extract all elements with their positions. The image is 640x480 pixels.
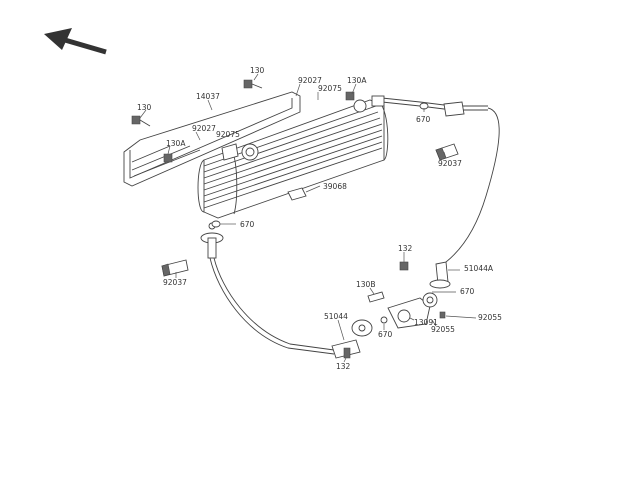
lower-banjo-fitting — [331, 316, 388, 359]
leader-lines — [139, 73, 477, 363]
part-label-92037-lower: 92037 — [163, 278, 187, 287]
part-label-92037-upper: 92037 — [438, 159, 462, 168]
part-label-132-lower: 132 — [336, 362, 351, 371]
bolt-130A-left — [163, 153, 173, 163]
part-label-670-right: 670 — [460, 287, 475, 296]
part-label-670-left: 670 — [240, 220, 255, 229]
bolt-130-upper — [243, 79, 263, 89]
part-label-130B: 130B — [356, 280, 375, 289]
part-label-92055-right: 92055 — [478, 313, 502, 322]
part-label-132-right: 132 — [398, 244, 413, 253]
hose-clip-upper — [435, 143, 459, 161]
bolt-132-lower — [343, 347, 351, 359]
upper-oil-hose — [371, 95, 500, 263]
part-label-14037: 14037 — [196, 92, 220, 101]
part-label-51044A: 51044A — [464, 264, 494, 273]
bolt-130A-upper — [345, 91, 355, 101]
part-label-130-top: 130 — [250, 66, 265, 75]
part-label-92075-top: 92075 — [318, 84, 342, 93]
part-label-39068: 39068 — [323, 182, 347, 191]
part-label-51044: 51044 — [324, 312, 348, 321]
bolt-130-left — [131, 115, 151, 127]
part-label-92027-top: 92027 — [298, 76, 322, 85]
part-label-13091: 13091 — [414, 318, 438, 327]
part-label-670-upper: 670 — [416, 115, 431, 124]
part-label-130-left: 130 — [137, 103, 152, 112]
cooler-bracket — [123, 91, 301, 187]
part-label-92055-lower: 92055 — [431, 325, 455, 334]
cooler-inlet-fitting — [221, 99, 367, 161]
washer-670-left — [211, 220, 221, 228]
part-label-92027-left: 92027 — [192, 124, 216, 133]
hose-clip-lower — [161, 259, 189, 277]
right-banjo-fitting — [367, 261, 451, 329]
part-label-92075-left: 92075 — [216, 130, 240, 139]
front-direction-arrow-icon — [44, 28, 107, 55]
part-label-130A-left: 130A — [166, 139, 186, 148]
part-label-670-lower: 670 — [378, 330, 393, 339]
part-label-130A-top: 130A — [347, 76, 367, 85]
cooler-outlet-fitting — [200, 222, 335, 355]
